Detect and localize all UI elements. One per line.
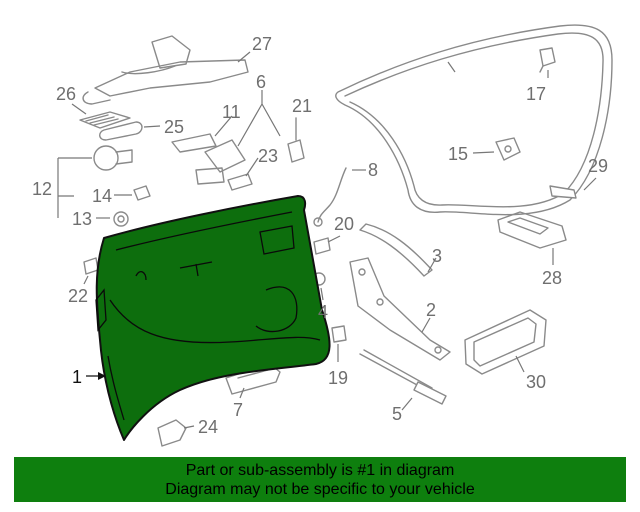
banner-line-1: Part or sub-assembly is #1 in diagram [185,461,455,479]
callout-15: 15 [448,144,468,164]
part-24-clip [157,419,187,447]
part-3-link [359,223,433,277]
leader-lid [447,61,456,73]
callout-20: 20 [334,214,354,234]
callout-8: 8 [368,160,378,180]
callout-12: 12 [32,179,52,199]
callout-27: 27 [252,34,272,54]
leader-5 [401,397,413,411]
part-5-strut [359,349,447,405]
leader-22 [83,275,89,285]
callout-7: 7 [233,400,243,420]
leader-27 [237,51,251,63]
part-1-inner-panel-highlighted [95,195,331,441]
callout-30: 30 [526,372,546,392]
part-30-handle [464,309,547,375]
leader-4 [320,287,324,301]
part-11-bracket [171,133,217,153]
leader-23 [245,157,259,177]
part-13-grommet [113,211,129,227]
part-14-clip [133,185,151,201]
callout-6: 6 [256,72,266,92]
callout-2: 2 [426,300,436,320]
leader-26 [71,103,87,115]
callout-24: 24 [198,417,218,437]
part-28-light [497,211,567,249]
callout-21: 21 [292,96,312,116]
part-25-seal [99,121,143,141]
callout-29: 29 [588,156,608,176]
leader-25 [143,125,161,128]
callout-3: 3 [432,246,442,266]
trunk-lid-outline [335,24,613,216]
leader-30 [515,355,525,373]
leader-29 [583,177,597,191]
part-2-hinge [349,257,451,361]
callout-25: 25 [164,117,184,137]
callout-1: 1 [72,367,82,387]
part-20-bolt [313,237,331,255]
banner-line-2: Diagram may not be specific to your vehi… [165,480,475,498]
callout-26: 26 [56,84,76,104]
leader-3 [427,257,437,273]
parts-diagram: 1 2 3 4 5 6 7 8 11 12 13 14 15 17 19 20 … [32,24,613,447]
part-29-bulb [549,185,577,199]
leader-24 [183,425,195,429]
callout-17: 17 [526,84,546,104]
callout-11: 11 [222,102,241,122]
callout-13: 13 [72,209,92,229]
part-15-striker [495,137,521,161]
part-22-bumper [83,257,99,275]
part-26-grille [79,111,131,129]
callout-4: 4 [318,302,328,322]
leader-7 [239,387,245,399]
callout-28: 28 [542,268,562,288]
leader-12-bracket [57,157,92,218]
part-23-clip [227,173,253,191]
leader-15 [472,151,495,154]
callout-23: 23 [258,146,278,166]
leader-2 [421,317,431,333]
callout-14: 14 [92,186,112,206]
part-19-bumper [331,325,347,343]
part-27-lock-assembly [82,35,249,105]
callout-19: 19 [328,368,348,388]
part-21-switch [287,117,305,163]
leader-20 [327,235,341,243]
part-notice-banner: Part or sub-assembly is #1 in diagram Di… [14,457,626,502]
callout-22: 22 [68,286,88,306]
leader-6 [237,90,281,147]
part-8-cable [313,167,347,227]
callout-5: 5 [392,404,402,424]
part-6-actuator [195,139,246,185]
part-17-bumper [539,47,556,73]
leader-11 [214,115,233,137]
leader-1-arrowhead [98,372,106,380]
part-12-lock-cylinder [93,145,133,171]
